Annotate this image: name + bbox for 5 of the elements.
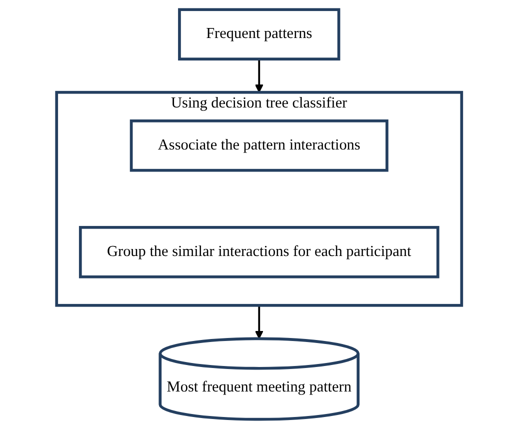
node-box: Associate the pattern interactions (130, 119, 388, 172)
arrow (254, 59, 264, 93)
node-box: Frequent patterns (178, 8, 340, 60)
arrow (254, 305, 264, 340)
node-box: Group the similar interactions for each participant (78, 226, 440, 278)
